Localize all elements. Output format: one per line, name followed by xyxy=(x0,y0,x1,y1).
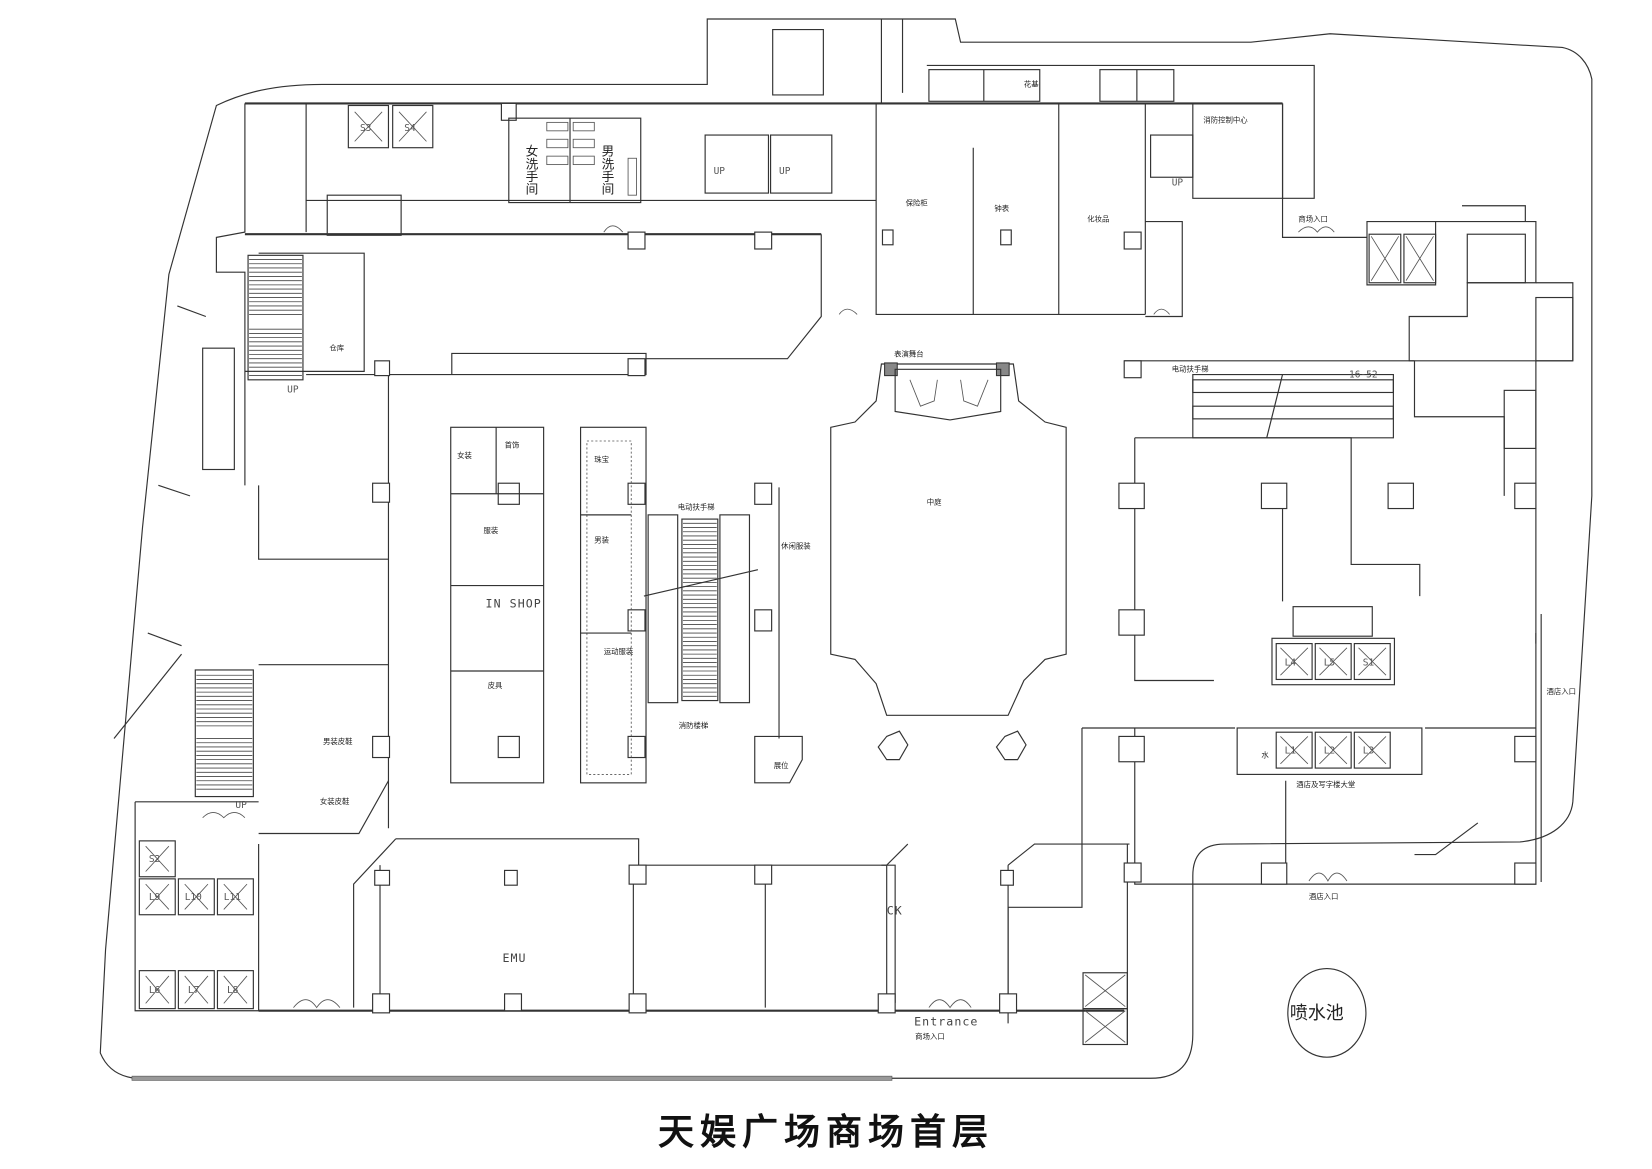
elevator-s3-label: S3 xyxy=(360,123,371,134)
columns xyxy=(372,102,1537,1014)
up-label: UP xyxy=(714,166,726,177)
entrance-label: Entrance xyxy=(914,1015,978,1029)
elevator-l10-label: L10 xyxy=(185,892,202,903)
emu-label: EMU xyxy=(502,951,526,965)
shop-c-label: 化妆品 xyxy=(1087,215,1109,224)
female-wc-label: 女洗手间 xyxy=(523,144,538,196)
stairs xyxy=(194,134,1574,798)
escalator-east-label: 电动扶手梯 xyxy=(1172,364,1209,373)
elevator-l11-label: L11 xyxy=(224,892,241,903)
elevator-l1-label: L1 xyxy=(1285,745,1297,756)
stage-label: 表演舞台 xyxy=(894,350,924,359)
side-mall-entrance-label: 商场入口 xyxy=(1298,215,1328,224)
water-label: 水 xyxy=(1261,751,1269,760)
elevator-l1 xyxy=(1275,731,1313,769)
ck-label: CK xyxy=(887,904,903,918)
hotel-entrance-label: 酒店入口 xyxy=(1309,892,1339,901)
in-shop-label: IN SHOP xyxy=(486,597,542,611)
elevator-l5 xyxy=(1314,643,1352,681)
elevator-l7-label: L7 xyxy=(188,985,199,996)
hotel-entrance-side-label: 酒店入口 xyxy=(1546,687,1576,696)
shop-j-label: 休闲服装 xyxy=(781,542,811,551)
elevator-east-1 xyxy=(1368,233,1402,284)
escalators xyxy=(643,374,1394,704)
atrium xyxy=(830,362,1067,761)
shop-f-label: 服装 xyxy=(483,526,498,535)
elevator-s4-label: S4 xyxy=(404,123,416,134)
elevators xyxy=(138,104,1437,1046)
fountain-label: 喷水池 xyxy=(1290,1003,1344,1024)
up-label: UP xyxy=(235,800,247,811)
elevator-l4-label: L4 xyxy=(1285,658,1297,669)
elevator-l3 xyxy=(1353,731,1391,769)
elevator-s4 xyxy=(392,104,434,149)
shop-b-label: 钟表 xyxy=(994,204,1009,213)
shop-g-label: 首饰 xyxy=(505,440,520,449)
escalator-label: 电动扶手梯 xyxy=(678,503,715,512)
elevator-l7 xyxy=(177,970,215,1010)
elevator-l2-label: L2 xyxy=(1324,745,1335,756)
elevator-east-2 xyxy=(1403,233,1437,284)
shop-i-label: 男装 xyxy=(594,535,609,544)
doors xyxy=(202,225,1348,1009)
fire-stair-label: 消防楼梯 xyxy=(679,721,709,730)
elevator-l5-label: L5 xyxy=(1324,658,1335,669)
labels: 女洗手间 男洗手间 花基 消防控制中心 保险柜 钟表 化妆品 商场入口 仓库 女… xyxy=(149,80,1576,1042)
shop-e-label: 女装 xyxy=(457,451,472,460)
up-label: UP xyxy=(779,166,791,177)
men-shoes-label: 男装皮鞋 xyxy=(323,737,353,746)
up-label: UP xyxy=(1172,178,1184,189)
elevator-l6-label: L6 xyxy=(149,985,161,996)
up-label: UP xyxy=(287,384,299,395)
fountain xyxy=(1287,967,1367,1058)
shop-h-label: 珠宝 xyxy=(594,455,609,464)
toilets xyxy=(508,117,642,204)
sidewalk-edge xyxy=(131,1075,893,1081)
elevator-s3 xyxy=(347,104,390,149)
elevator-s2 xyxy=(138,840,176,878)
elevator-s1 xyxy=(1353,643,1391,681)
atrium-label: 中庭 xyxy=(927,497,942,506)
elevator-l9 xyxy=(138,878,176,916)
elevator-l4 xyxy=(1275,643,1313,681)
elevator-l3-label: L3 xyxy=(1363,745,1374,756)
elevator-s2-label: S2 xyxy=(149,854,160,865)
shop-a-label: 保险柜 xyxy=(906,199,929,208)
elevator-se xyxy=(1082,972,1128,1046)
store-room-label: 仓库 xyxy=(329,343,344,352)
plan-title: 天娱广场商场首层 xyxy=(657,1112,994,1153)
elevator-l6 xyxy=(138,970,176,1010)
shop-k-label: 运动服装 xyxy=(604,647,634,656)
elevator-l8 xyxy=(216,970,254,1010)
escalator-code-label: 16-52 xyxy=(1349,370,1378,381)
shop-d-label: 皮具 xyxy=(488,681,503,690)
mall-entrance-label: 商场入口 xyxy=(915,1032,945,1041)
women-shoes-label: 女装皮鞋 xyxy=(320,797,350,806)
elevator-l9-label: L9 xyxy=(149,892,161,903)
elevator-l8-label: L8 xyxy=(227,985,239,996)
elevator-l11 xyxy=(216,878,254,916)
islands xyxy=(450,426,803,784)
male-wc-label: 男洗手间 xyxy=(599,145,614,196)
elevator-l10 xyxy=(177,878,215,916)
kiosk-label: 展位 xyxy=(774,761,789,770)
planter-label: 花基 xyxy=(1024,80,1039,89)
elevator-s1-label: S1 xyxy=(1363,658,1375,669)
building-walls xyxy=(134,18,1574,1045)
hotel-office-lobby-label: 酒店及写字楼大堂 xyxy=(1296,780,1355,789)
site-boundary xyxy=(99,18,1593,1081)
control-center-label: 消防控制中心 xyxy=(1203,115,1248,124)
elevator-l2 xyxy=(1314,731,1352,769)
